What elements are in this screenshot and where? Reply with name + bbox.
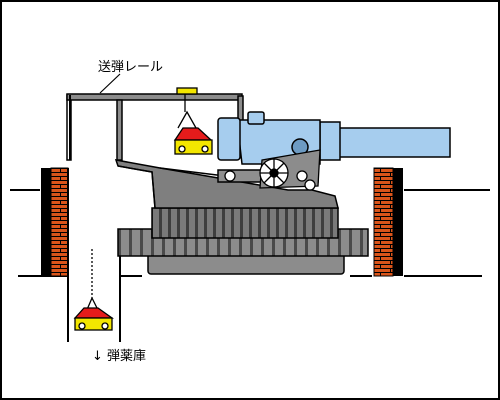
- ammo-shaft: [67, 168, 121, 342]
- right-brick-wall: [373, 167, 403, 277]
- lower-shell-cart: [73, 249, 115, 331]
- shell-rail-label: 送弾レール: [98, 60, 164, 75]
- elevation-wheel: [224, 149, 321, 191]
- upper-shell-cart: [173, 87, 213, 155]
- left-brick-wall: [41, 167, 69, 277]
- turntable-base: [117, 207, 369, 275]
- magazine-label: ↓ 弾薬庫: [92, 349, 147, 364]
- rail-label-leader: [99, 73, 121, 94]
